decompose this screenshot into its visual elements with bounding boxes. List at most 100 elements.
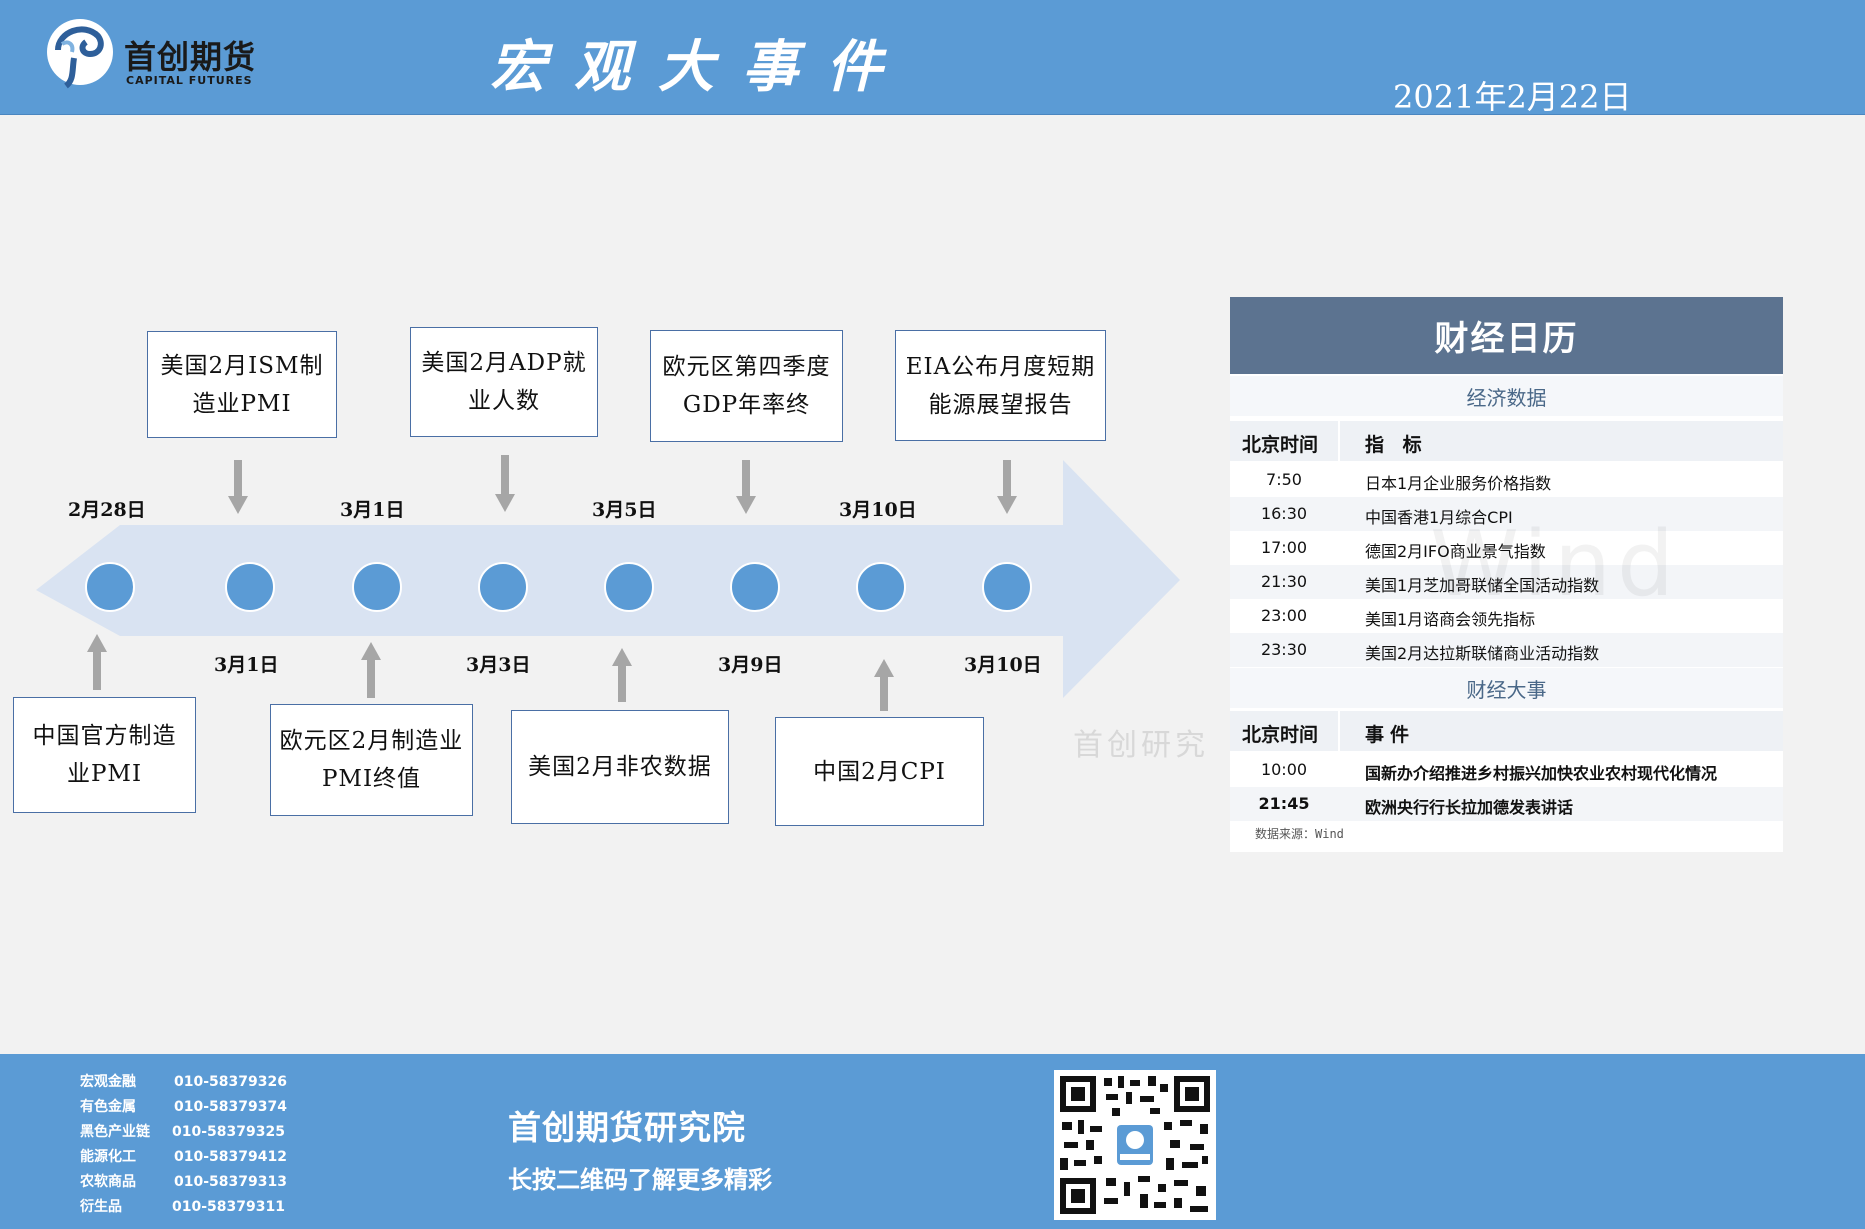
econ-row-name: 日本1月企业服务价格指数 xyxy=(1365,474,1552,493)
events-table-header: 北京时间 事件 xyxy=(1230,711,1783,751)
date-label: 2月28日 xyxy=(68,499,146,521)
event-box-top: 美国2月ISM制造业PMI xyxy=(147,331,337,438)
event-box-bottom: 美国2月非农数据 xyxy=(511,710,729,824)
qr-code-icon[interactable] xyxy=(1054,1070,1216,1220)
up-pointer-arrows xyxy=(87,634,894,711)
contact-line: 宏观金融 010-58379326 xyxy=(80,1071,287,1091)
down-pointer-arrows xyxy=(228,455,1017,514)
timeline-dot xyxy=(478,562,528,612)
contact-phone[interactable]: 010-58379374 xyxy=(174,1099,287,1115)
up-arrow-icon xyxy=(612,648,632,702)
econ-row-time: 23:00 xyxy=(1260,606,1308,625)
header-bar: 首创期货 CAPITAL FUTURES 宏观大事件 2021年2月22日 xyxy=(0,0,1865,116)
column-divider xyxy=(1338,421,1340,461)
contact-phone[interactable]: 010-58379326 xyxy=(174,1074,287,1090)
date-label: 3月9日 xyxy=(718,654,783,676)
timeline-dot xyxy=(352,562,402,612)
econ-row: 21:30 美国1月芝加哥联储全国活动指数 xyxy=(1230,565,1783,600)
event-box-top: EIA公布月度短期能源展望报告 xyxy=(895,330,1106,441)
date-label: 3月3日 xyxy=(466,654,531,676)
event-box-top: 美国2月ADP就业人数 xyxy=(410,327,598,437)
timeline-dots xyxy=(85,562,1032,612)
watermark-text: 首创研究 xyxy=(1073,728,1209,763)
timeline-dot xyxy=(604,562,654,612)
down-arrow-icon xyxy=(495,455,515,512)
econ-row-time: 16:30 xyxy=(1260,504,1308,523)
contact-dept: 能源化工 xyxy=(80,1149,136,1165)
events-section-title: 财经大事 xyxy=(1230,668,1783,708)
econ-row-name: 德国2月IFO商业景气指数 xyxy=(1365,542,1546,561)
col-indicator-header: 指 标 xyxy=(1365,434,1428,456)
up-arrow-icon xyxy=(874,659,894,711)
event-row-name: 欧洲央行行长拉加德发表讲话 xyxy=(1365,798,1574,817)
contact-dept: 黑色产业链 xyxy=(80,1124,150,1140)
timeline-dot xyxy=(730,562,780,612)
qr-tagline: 长按二维码了解更多精彩 xyxy=(508,1166,772,1194)
col-time-header: 北京时间 xyxy=(1242,724,1319,746)
contact-dept: 衍生品 xyxy=(80,1199,122,1215)
col-event-header: 事件 xyxy=(1365,724,1416,746)
econ-row: 16:30 中国香港1月综合CPI xyxy=(1230,497,1783,532)
timeline-dot xyxy=(856,562,906,612)
timeline-dot xyxy=(225,562,275,612)
institute-name: 首创期货研究院 xyxy=(508,1108,746,1147)
timeline-dot xyxy=(982,562,1032,612)
down-arrow-icon xyxy=(228,460,248,514)
event-row: 10:00 国新办介绍推进乡村振兴加快农业农村现代化情况 xyxy=(1230,753,1783,788)
contact-phone[interactable]: 010-58379412 xyxy=(174,1149,287,1165)
date-label: 3月1日 xyxy=(340,499,405,521)
up-arrow-icon xyxy=(361,642,381,698)
footer-bar xyxy=(0,1054,1865,1229)
event-row: 21:45 欧洲央行行长拉加德发表讲话 xyxy=(1230,787,1783,822)
event-box-bottom: 中国2月CPI xyxy=(775,717,984,826)
report-date: 2021年2月22日 xyxy=(1393,78,1632,116)
down-arrow-icon xyxy=(736,460,756,514)
econ-row: 23:30 美国2月达拉斯联储商业活动指数 xyxy=(1230,633,1783,668)
brand-logo[interactable]: 首创期货 CAPITAL FUTURES xyxy=(44,14,384,94)
contact-line: 农软商品 010-58379313 xyxy=(80,1171,287,1191)
contact-line: 有色金属 010-58379374 xyxy=(80,1096,287,1116)
col-time-header: 北京时间 xyxy=(1242,434,1319,456)
contact-dept: 有色金属 xyxy=(80,1099,136,1115)
page-title: 宏观大事件 xyxy=(490,34,910,100)
financial-calendar: 财经日历 经济数据 北京时间 指 标 7:50 日本1月企业服务价格指数 16:… xyxy=(1230,297,1783,852)
contact-phone[interactable]: 010-58379311 xyxy=(172,1199,285,1215)
event-row-name: 国新办介绍推进乡村振兴加快农业农村现代化情况 xyxy=(1365,764,1718,783)
date-label: 3月10日 xyxy=(964,654,1042,676)
date-label: 3月10日 xyxy=(839,499,917,521)
down-arrow-icon xyxy=(997,460,1017,514)
contact-line: 衍生品 010-58379311 xyxy=(80,1196,285,1216)
econ-row-time: 21:30 xyxy=(1260,572,1308,591)
econ-row: 7:50 日本1月企业服务价格指数 xyxy=(1230,463,1783,498)
contact-phone[interactable]: 010-58379313 xyxy=(174,1174,287,1190)
contact-line: 能源化工 010-58379412 xyxy=(80,1146,287,1166)
econ-row-time: 7:50 xyxy=(1266,470,1302,489)
brand-subtitle: CAPITAL FUTURES xyxy=(126,74,253,87)
event-box-bottom: 中国官方制造业PMI xyxy=(13,697,196,813)
econ-row-time: 17:00 xyxy=(1260,538,1308,557)
event-box-top: 欧元区第四季度GDP年率终 xyxy=(650,330,843,442)
contact-dept: 农软商品 xyxy=(80,1174,136,1190)
econ-row-name: 中国香港1月综合CPI xyxy=(1365,508,1513,527)
up-arrow-icon xyxy=(87,634,107,690)
econ-row-name: 美国1月谘商会领先指标 xyxy=(1365,610,1536,629)
contact-dept: 宏观金融 xyxy=(80,1074,136,1090)
econ-row-name: 美国2月达拉斯联储商业活动指数 xyxy=(1365,644,1600,663)
brand-name: 首创期货 xyxy=(124,38,257,76)
date-label: 3月1日 xyxy=(214,654,279,676)
econ-data-section-title: 经济数据 xyxy=(1230,376,1783,416)
event-row-time: 21:45 xyxy=(1258,794,1310,813)
event-box-bottom: 欧元区2月制造业PMI终值 xyxy=(270,704,473,816)
econ-row-name: 美国1月芝加哥联储全国活动指数 xyxy=(1365,576,1600,595)
date-label: 3月5日 xyxy=(592,499,657,521)
contact-line: 黑色产业链 010-58379325 xyxy=(80,1121,285,1141)
econ-row-time: 23:30 xyxy=(1260,640,1308,659)
column-divider xyxy=(1338,711,1340,751)
event-row-time: 10:00 xyxy=(1260,760,1308,779)
timeline-dot xyxy=(85,562,135,612)
data-source-note: 数据来源：Wind xyxy=(1255,827,1344,841)
wind-watermark: Wind xyxy=(1430,512,1681,617)
contact-phone[interactable]: 010-58379325 xyxy=(172,1124,285,1140)
calendar-title: 财经日历 xyxy=(1230,297,1783,374)
